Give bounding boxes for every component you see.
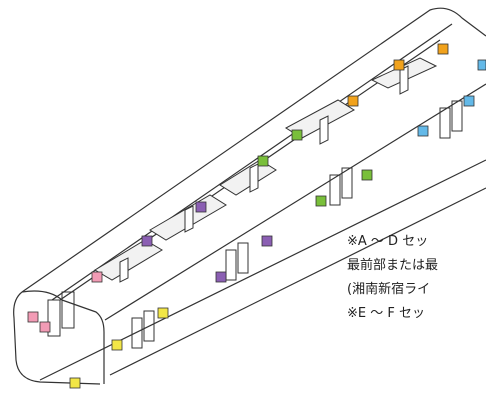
note-line-3: (湘南新宿ライ <box>347 282 431 297</box>
doors <box>47 100 463 349</box>
note-line-2: 最前部または最 <box>347 258 439 273</box>
section-markers <box>27 43 486 389</box>
seat-partitions <box>119 65 409 283</box>
note-line-4: ※E ～ F セッ <box>347 306 425 321</box>
note-line-1: ※A ～ D セッ <box>347 234 429 249</box>
